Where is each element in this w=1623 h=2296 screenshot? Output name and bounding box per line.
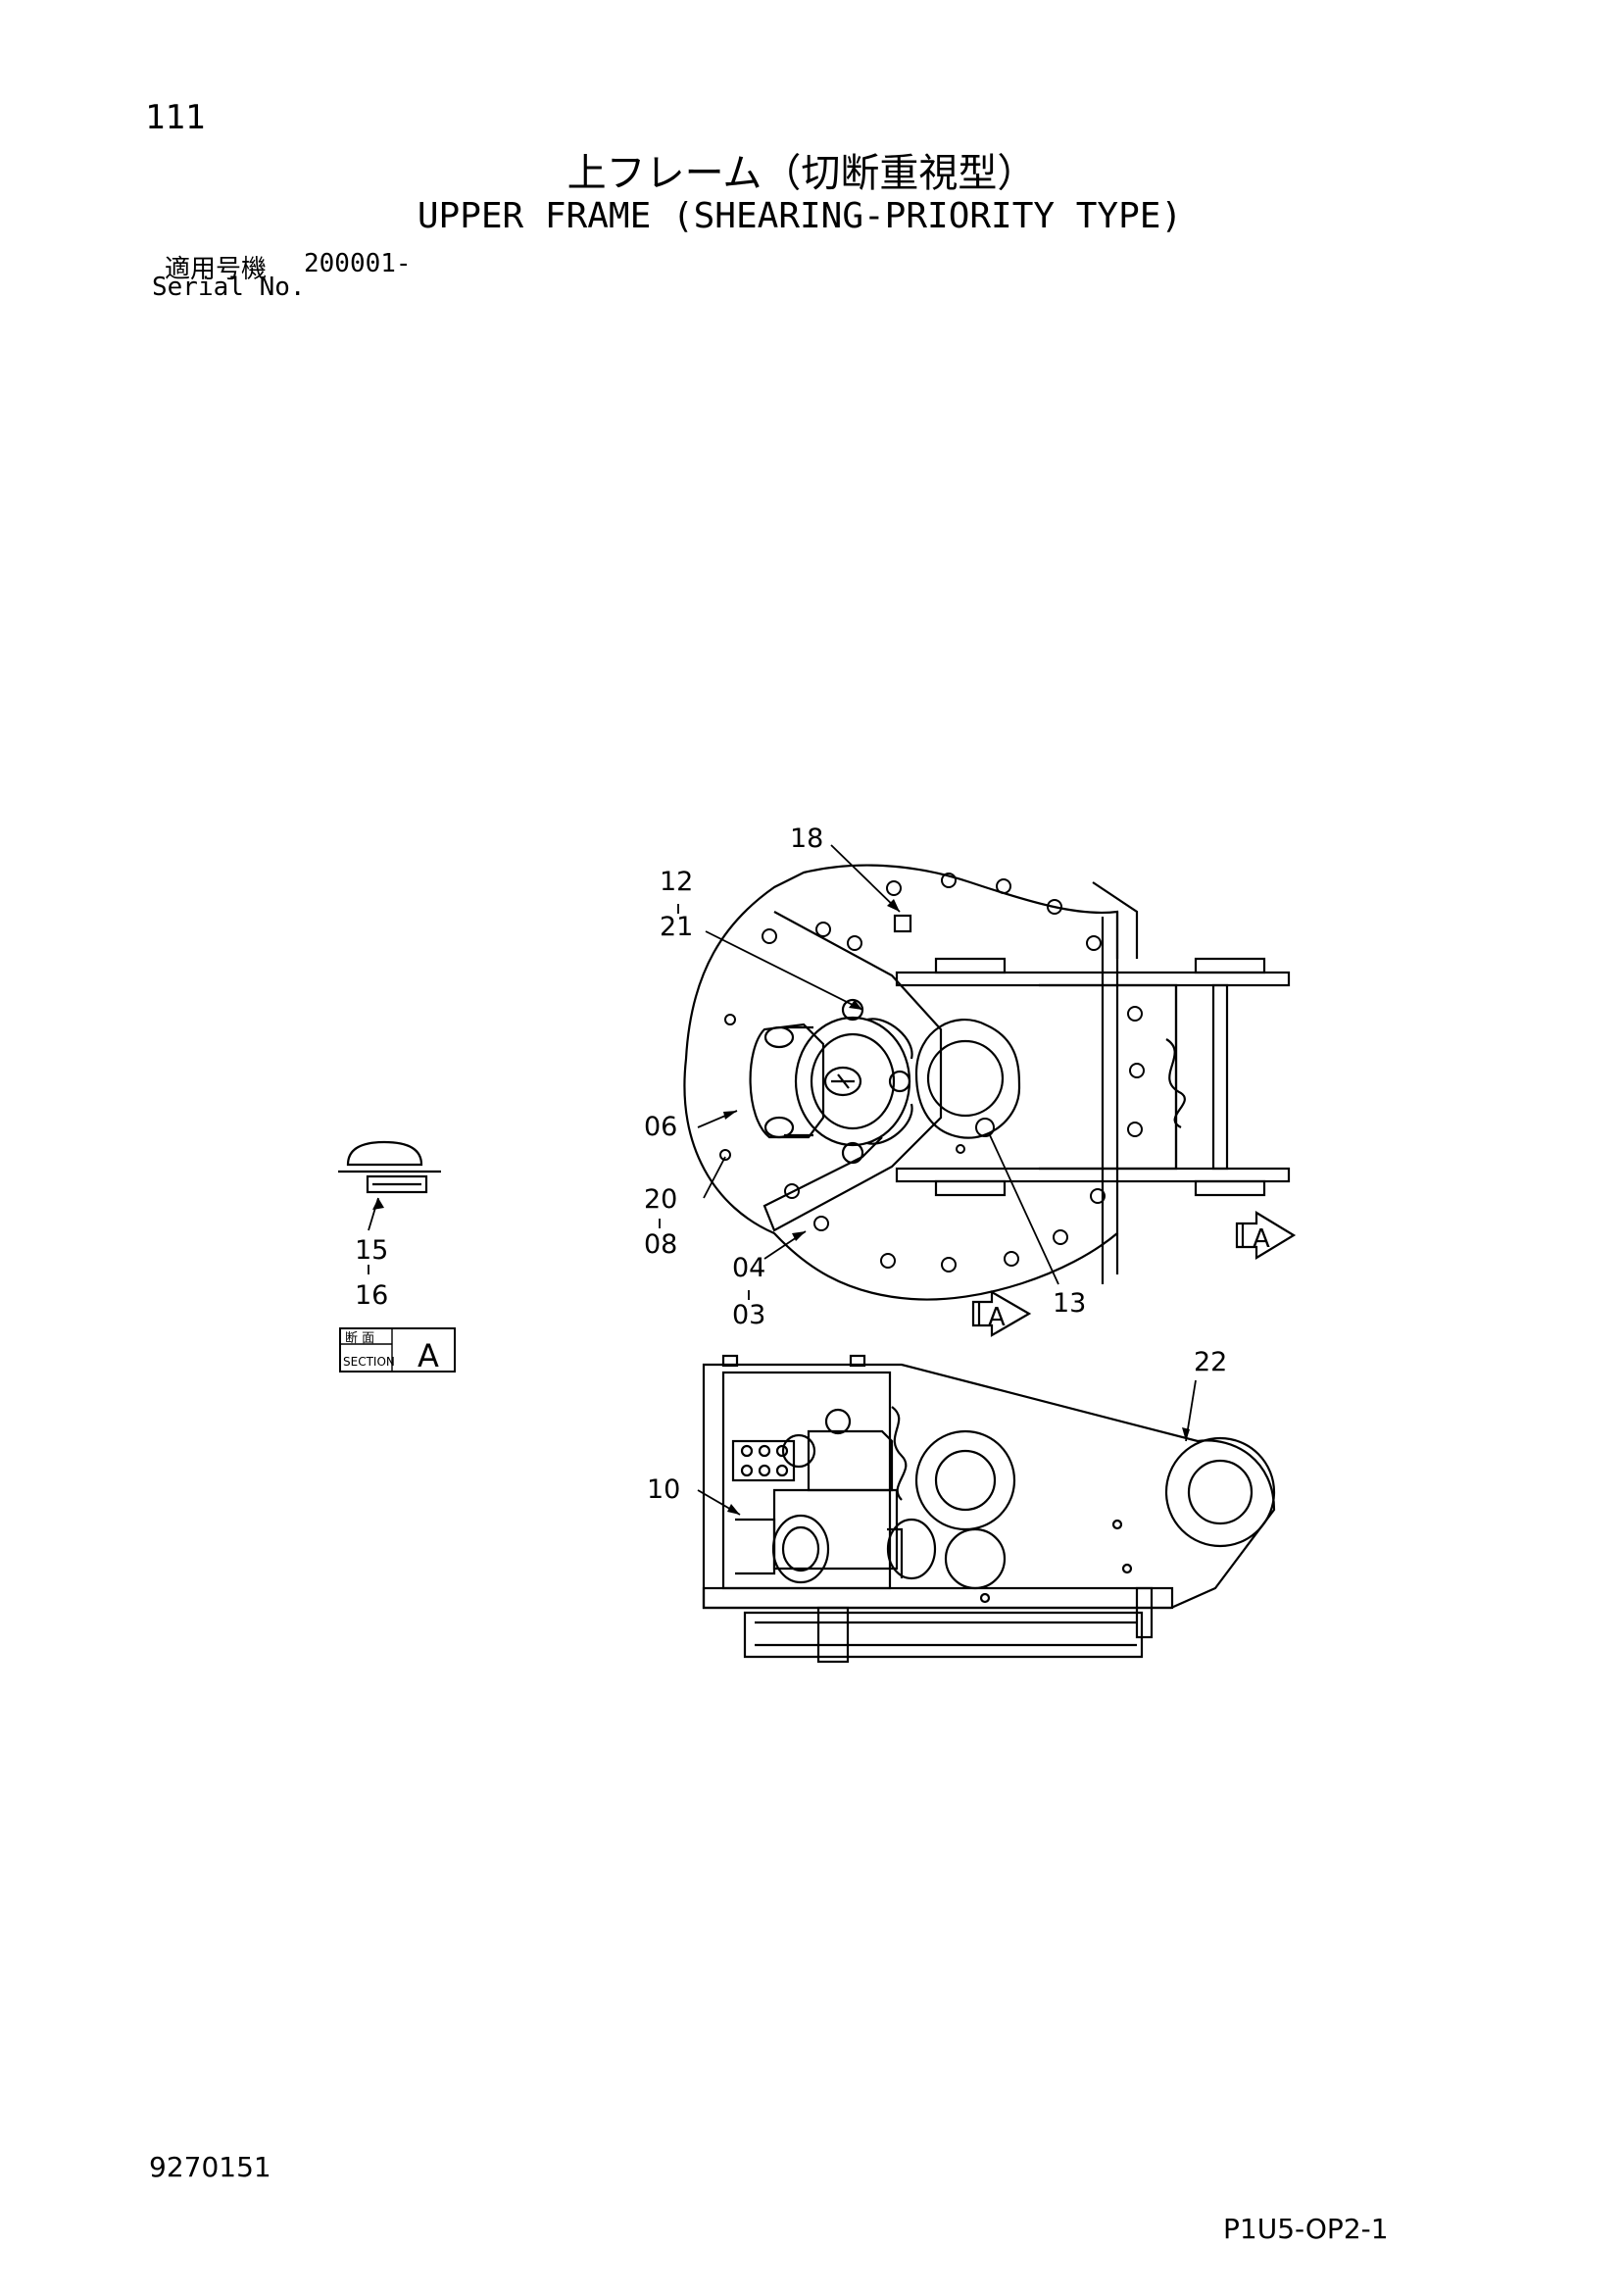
- bolt-holes: [719, 873, 1145, 1273]
- view-arrow-right: A: [1235, 1211, 1297, 1260]
- plug-18: [893, 914, 912, 933]
- callout-08: 08: [644, 1229, 677, 1260]
- sheet-code: P1U5-OP2-1: [1223, 2213, 1389, 2245]
- side-bracket: [1101, 917, 1119, 1284]
- callout-13: 13: [1053, 1288, 1086, 1319]
- callout-16: 16: [355, 1280, 388, 1311]
- drawing-number: 9270151: [149, 2151, 271, 2183]
- callout-12: 12: [660, 867, 693, 897]
- callout-15: 15: [355, 1235, 388, 1266]
- pin-shaft: [1211, 983, 1229, 1171]
- break-line-side: [891, 1406, 908, 1501]
- cap-detail: [338, 1140, 441, 1231]
- frame-plate-outline: [683, 864, 1119, 1301]
- boss-plate-top-1: [934, 957, 1007, 974]
- boss-plate-bottom-1: [934, 1179, 1007, 1197]
- boss-plate-bottom-2: [1194, 1179, 1266, 1197]
- side-bolt-1: [1111, 1519, 1123, 1530]
- side-top-tab-2: [849, 1354, 866, 1368]
- side-inner-panel: [721, 1371, 892, 1590]
- boss-pin-outer: [1164, 1436, 1276, 1548]
- callout-22: 22: [1194, 1347, 1227, 1377]
- leader-lines: [368, 844, 1197, 1516]
- side-lower-detail: [755, 1621, 1137, 1647]
- section-label-jp: 断 面: [345, 1331, 374, 1346]
- callout-04: 04: [732, 1253, 765, 1283]
- top-view: [683, 864, 1291, 1301]
- side-center-column: [816, 1606, 850, 1664]
- swing-opening-inner: [926, 1039, 1005, 1118]
- view-arrow-right-label: A: [1253, 1224, 1270, 1254]
- page-title-japanese: 上フレーム（切断重視型）: [566, 151, 1037, 196]
- view-arrow-bottom-label: A: [988, 1303, 1006, 1332]
- boss-center-outer: [914, 1429, 1016, 1531]
- boss-pin-inner: [1187, 1459, 1254, 1525]
- side-bolt-3: [979, 1592, 991, 1604]
- page-title-english: UPPER FRAME (SHEARING-PRIORITY TYPE): [417, 196, 1183, 236]
- callout-20: 20: [644, 1184, 677, 1215]
- side-lower-rail: [743, 1611, 1144, 1659]
- motor-side: [735, 1408, 1007, 1590]
- boss-plate-top-2: [1194, 957, 1266, 974]
- v-plate: [762, 911, 943, 1232]
- callout-10: 10: [647, 1474, 680, 1505]
- serial-value: 200001-: [304, 249, 412, 278]
- side-top-tab-1: [721, 1354, 739, 1368]
- side-base-plate: [702, 1586, 1174, 1610]
- callout-18: 18: [790, 824, 823, 854]
- serial-label-japanese: 適用号機: [165, 255, 268, 284]
- callout-21: 21: [660, 912, 693, 942]
- boss-center-inner: [934, 1449, 997, 1512]
- side-bolt-2: [1121, 1563, 1133, 1574]
- arm-rail-bottom: [895, 1167, 1291, 1183]
- side-view: [702, 1354, 1276, 1664]
- callout-06: 06: [644, 1112, 677, 1142]
- swing-motor: [749, 998, 913, 1165]
- serial-label-english: Serial No.: [152, 273, 306, 302]
- frame-top-flange: [1092, 881, 1139, 959]
- valve-block: [731, 1433, 816, 1482]
- section-marker: 断 面 SECTION A: [339, 1327, 456, 1374]
- callout-03: 03: [732, 1300, 765, 1330]
- break-line-top: [1165, 1038, 1186, 1128]
- section-label-en: SECTION: [343, 1355, 395, 1369]
- callout-labels: 18 12 21 06 20 08 04 03 13 22 10 15 16: [355, 824, 1227, 1505]
- view-arrow-bottom: A: [971, 1290, 1032, 1337]
- side-end-tab: [1135, 1586, 1154, 1639]
- arm-body: [1039, 983, 1178, 1171]
- section-letter: A: [418, 1337, 439, 1374]
- arm-rail-top: [895, 971, 1291, 987]
- page-number: 111: [145, 98, 206, 137]
- swing-opening: [914, 1019, 1021, 1139]
